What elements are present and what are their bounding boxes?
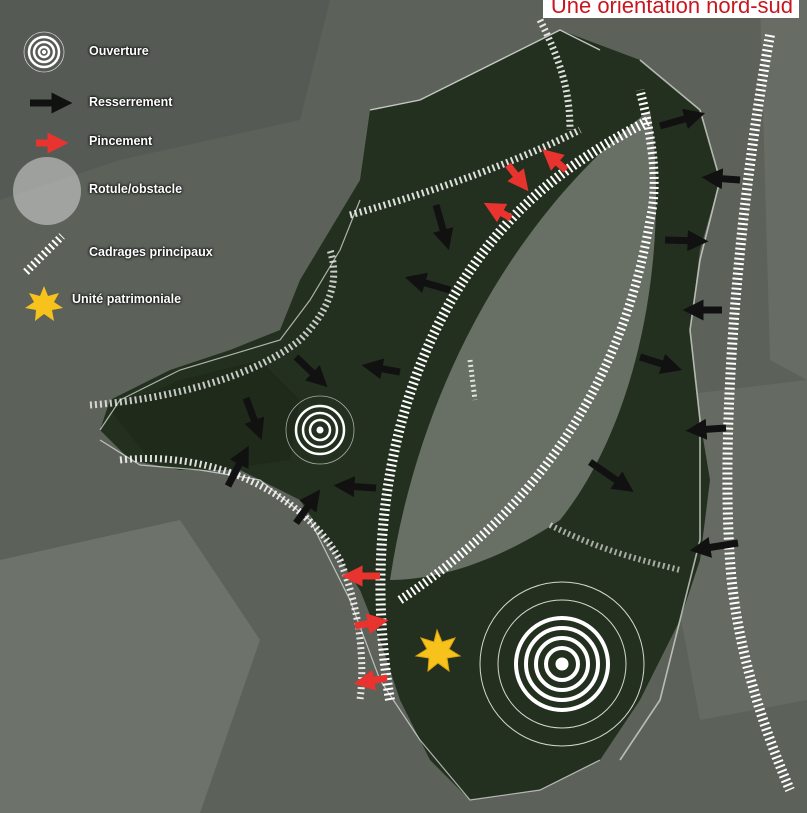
- unite-patrimoniale-star: [414, 628, 462, 673]
- field-patch: [0, 0, 330, 200]
- river-line: [619, 59, 721, 761]
- legend-cadrage-icon: [23, 233, 65, 275]
- legend-rotule-icon: [13, 157, 81, 225]
- legend-label-ouverture: Ouverture: [89, 44, 149, 58]
- legend-label-resserrement: Resserrement: [89, 95, 173, 109]
- forest-area: [110, 360, 300, 470]
- map-title: Une orientation nord-sud: [542, 0, 799, 18]
- field-patch: [760, 0, 807, 380]
- legend-label-cadrages: Cadrages principaux: [89, 245, 213, 259]
- forest-area: [100, 30, 720, 800]
- rotule-obstacle-area: [390, 110, 656, 580]
- ouverture-large: [479, 581, 645, 747]
- resserrement-arrows: [224, 108, 741, 558]
- boundary-line: [369, 29, 601, 111]
- legend-label-rotule: Rotule/obstacle: [89, 182, 183, 196]
- field-patch: [0, 520, 260, 813]
- legend: [13, 31, 81, 321]
- ouverture-small: [285, 395, 355, 465]
- legend-label-pincement: Pincement: [89, 134, 153, 148]
- cadrages-lines: [89, 18, 795, 792]
- legend-ouverture-icon: [23, 31, 65, 73]
- legend-label-patrimoniale: Unité patrimoniale: [72, 292, 182, 306]
- pincement-arrows: [341, 149, 569, 691]
- legend-star-icon: [25, 286, 63, 321]
